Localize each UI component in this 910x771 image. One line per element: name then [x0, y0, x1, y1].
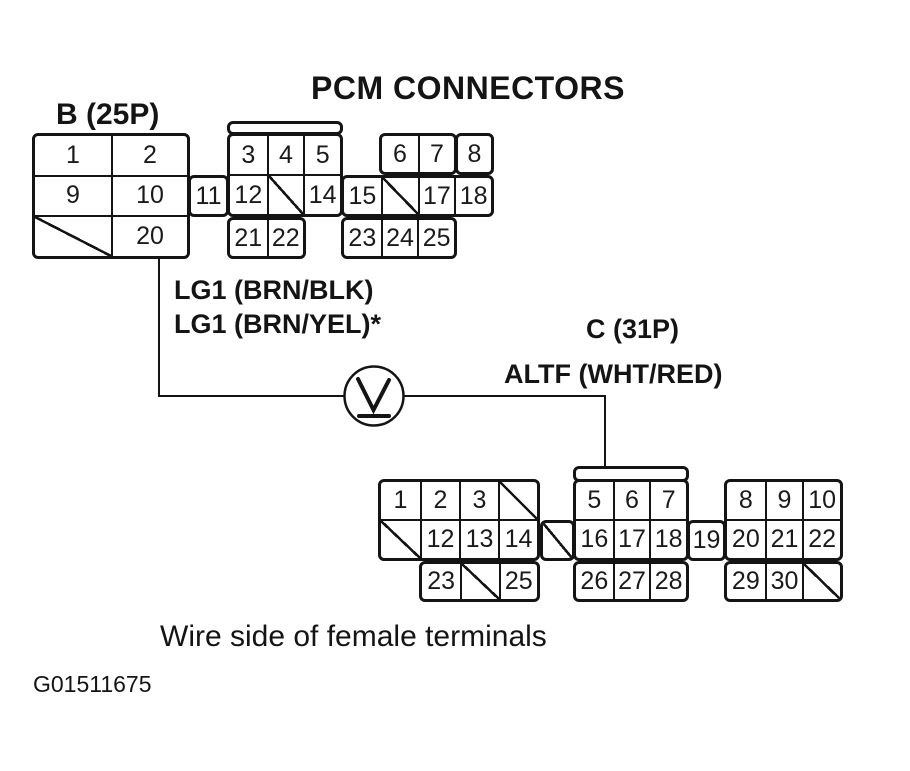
b-keyed-cell	[266, 174, 304, 214]
c-bridge-keyed	[540, 520, 575, 561]
terminal-b-20: 20	[111, 215, 187, 256]
terminal-c-22: 22	[802, 519, 840, 558]
terminal-b-5: 5	[303, 136, 340, 174]
terminal-b-24: 24	[380, 220, 418, 256]
terminal-c-16: 16	[576, 519, 613, 558]
terminal-b-8: 8	[467, 139, 482, 168]
wire-to-meter-right	[404, 395, 606, 397]
terminal-b-25: 25	[417, 220, 454, 256]
terminal-c-1: 1	[393, 486, 408, 514]
terminal-c-27: 27	[612, 564, 650, 599]
terminal-c-7: 7	[649, 482, 686, 519]
terminal-c-5: 5	[587, 486, 602, 514]
figure-code: G01511675	[33, 671, 152, 697]
terminal-b-1: 1	[66, 140, 80, 169]
diagram-caption: Wire side of female terminals	[160, 620, 547, 653]
terminal-b-7: 7	[418, 136, 454, 172]
terminal-c-21: 21	[764, 519, 803, 558]
terminal-c-29: 29	[731, 567, 760, 595]
terminal-c-30: 30	[764, 564, 803, 599]
terminal-b-10: 10	[111, 174, 187, 216]
terminal-c-10: 10	[802, 482, 840, 519]
terminal-c-8: 8	[738, 486, 753, 514]
terminal-c-17: 17	[612, 519, 650, 558]
terminal-c-23: 23	[427, 567, 456, 595]
connector-c-label: C (31P)	[586, 314, 680, 344]
terminal-b-12: 12	[230, 174, 267, 214]
terminal-c-3: 3	[459, 482, 498, 519]
c-left-bot-block: 23 25	[419, 561, 540, 602]
b-keyed-cell	[35, 215, 111, 256]
terminal-c-12: 12	[420, 519, 459, 558]
terminal-b-14: 14	[303, 174, 340, 214]
wire-label-lg1-brn-blk: LG1 (BRN/BLK)	[174, 275, 374, 305]
page-title: PCM CONNECTORS	[311, 70, 625, 106]
terminal-c-19: 19	[692, 526, 721, 554]
c-keyed-cell	[543, 523, 572, 558]
terminal-b-4: 4	[266, 136, 304, 174]
terminal-b-9: 9	[35, 174, 111, 216]
c-keyed-cell	[381, 519, 420, 558]
c-keyed-cell	[460, 564, 499, 599]
terminal-c-28: 28	[649, 564, 686, 599]
wire-b20-drop	[158, 257, 160, 397]
wire-to-meter-left	[160, 395, 344, 397]
terminal-b-3: 3	[241, 140, 256, 169]
voltmeter-icon	[343, 365, 405, 427]
terminal-c-25: 25	[498, 564, 537, 599]
terminal-b-6: 6	[393, 139, 407, 168]
terminal-b-22: 22	[266, 220, 304, 256]
wire-label-altf-wht-red: ALTF (WHT/RED)	[504, 359, 723, 389]
b-bridge-11: 11	[188, 175, 229, 217]
terminal-c-14: 14	[498, 519, 537, 558]
terminal-c-18: 18	[649, 519, 686, 558]
c-keyed-cell	[802, 564, 840, 599]
c-keyed-cell	[498, 482, 537, 519]
terminal-b-21: 21	[234, 223, 263, 252]
terminal-c-6: 6	[612, 482, 650, 519]
terminal-c-13: 13	[459, 519, 498, 558]
terminal-c-2: 2	[420, 482, 459, 519]
wire-c5-drop	[604, 396, 606, 478]
b-keyed-cell	[380, 178, 418, 214]
terminal-b-18: 18	[454, 178, 491, 214]
connector-b-label: B (25P)	[56, 98, 160, 131]
terminal-b-23: 23	[348, 223, 377, 252]
terminal-b-15: 15	[348, 181, 377, 210]
terminal-b-17: 17	[417, 178, 455, 214]
wire-label-lg1-brn-yel: LG1 (BRN/YEL)*	[174, 309, 382, 339]
terminal-c-9: 9	[764, 482, 803, 519]
terminal-c-26: 26	[580, 567, 609, 595]
terminal-c-20: 20	[727, 519, 765, 558]
c-bridge-19: 19	[687, 520, 726, 561]
terminal-b-11: 11	[195, 181, 222, 210]
terminal-b-2: 2	[111, 136, 187, 175]
b-cell-8: 8	[455, 133, 494, 175]
